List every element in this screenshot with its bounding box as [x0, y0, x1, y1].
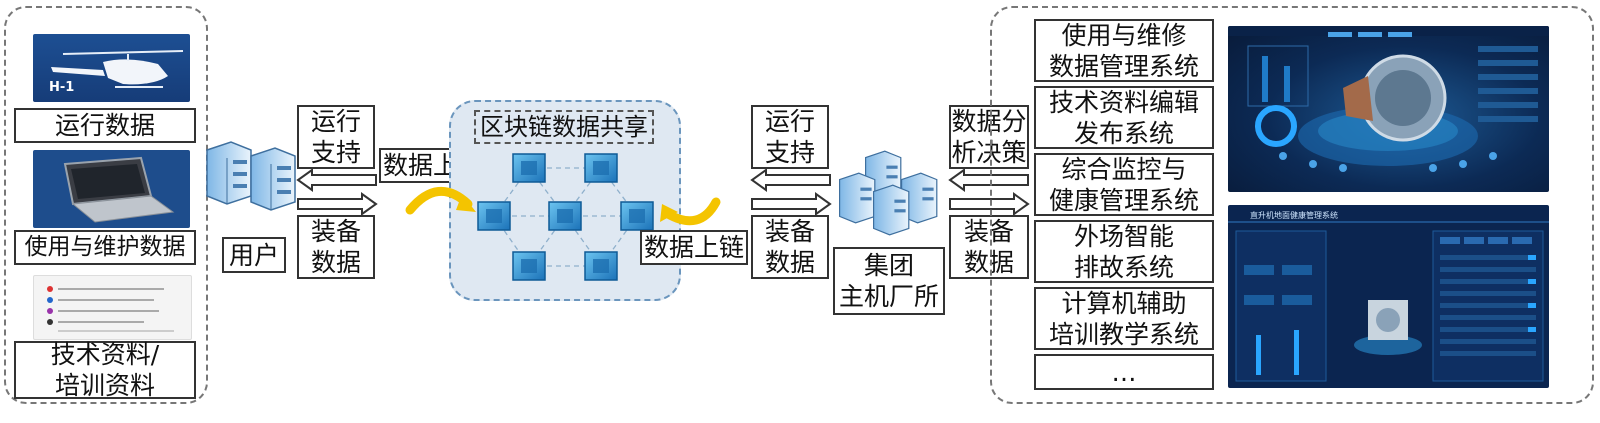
middle-arrow-to-group: [751, 192, 832, 216]
left-upload-curve-icon: [405, 186, 476, 215]
middle-arrow-to-chain: [750, 168, 831, 192]
laptop-image: [33, 150, 190, 228]
middle-equipment-data-label: 装备 数据: [751, 215, 829, 279]
document-image: [33, 275, 192, 340]
left-arrow-to-chain: [297, 192, 378, 216]
system-computer-aided-training: 计算机辅助 培训教学系统: [1034, 287, 1214, 350]
health-management-screenshot: 直升机地面健康管理系统: [1228, 205, 1549, 388]
left-arrow-to-user: [296, 168, 377, 192]
blockchain-title: 区块链数据共享: [474, 110, 654, 144]
system-monitoring-health: 综合监控与 健康管理系统: [1034, 153, 1214, 216]
health-screen-title: 直升机地面健康管理系统: [1250, 211, 1338, 220]
laptop-icon: [63, 156, 175, 223]
chain-node-icon: [477, 153, 654, 281]
source-operation-data: 运行数据: [14, 108, 196, 143]
health-screen-visual: [1228, 221, 1549, 382]
document-lines-icon: [47, 286, 174, 332]
right-arrow-to-group: [948, 168, 1029, 192]
data-sources-region: [4, 6, 208, 404]
helicopter-tag: H-1: [49, 80, 75, 95]
blockchain-network: [477, 153, 654, 281]
source-maintenance-data: 使用与维护数据: [14, 230, 196, 265]
engine-dashboard-screenshot: [1228, 26, 1549, 192]
systems-region: [990, 6, 1594, 404]
right-equipment-data-label: 装备 数据: [949, 215, 1029, 279]
left-equipment-data-label: 装备 数据: [297, 215, 375, 279]
middle-operation-support-label: 运行 支持: [751, 105, 829, 169]
engine-visual: [1228, 26, 1549, 172]
left-operation-support-label: 运行 支持: [297, 105, 375, 169]
group-server-cluster-icon: [839, 150, 938, 236]
right-upload-curve-icon: [660, 197, 721, 226]
system-maintenance-data-mgmt: 使用与维修 数据管理系统: [1034, 19, 1214, 82]
right-arrow-to-systems: [949, 192, 1030, 216]
system-tech-doc-publishing: 技术资料编辑 发布系统: [1034, 86, 1214, 149]
system-field-troubleshooting: 外场智能 排故系统: [1034, 220, 1214, 283]
source-tech-training-docs: 技术资料/ 培训资料: [14, 340, 196, 400]
right-chain-upload-label: 数据上链: [640, 230, 748, 265]
user-label: 用户: [222, 237, 286, 273]
group-institute-label: 集团 主机厂所: [833, 247, 945, 315]
analysis-decision-label: 数据分 析决策: [949, 105, 1029, 169]
helicopter-image: H-1: [33, 34, 190, 102]
helicopter-icon: [51, 50, 184, 88]
system-more-ellipsis: …: [1034, 354, 1214, 390]
user-server-icon: [206, 141, 296, 211]
